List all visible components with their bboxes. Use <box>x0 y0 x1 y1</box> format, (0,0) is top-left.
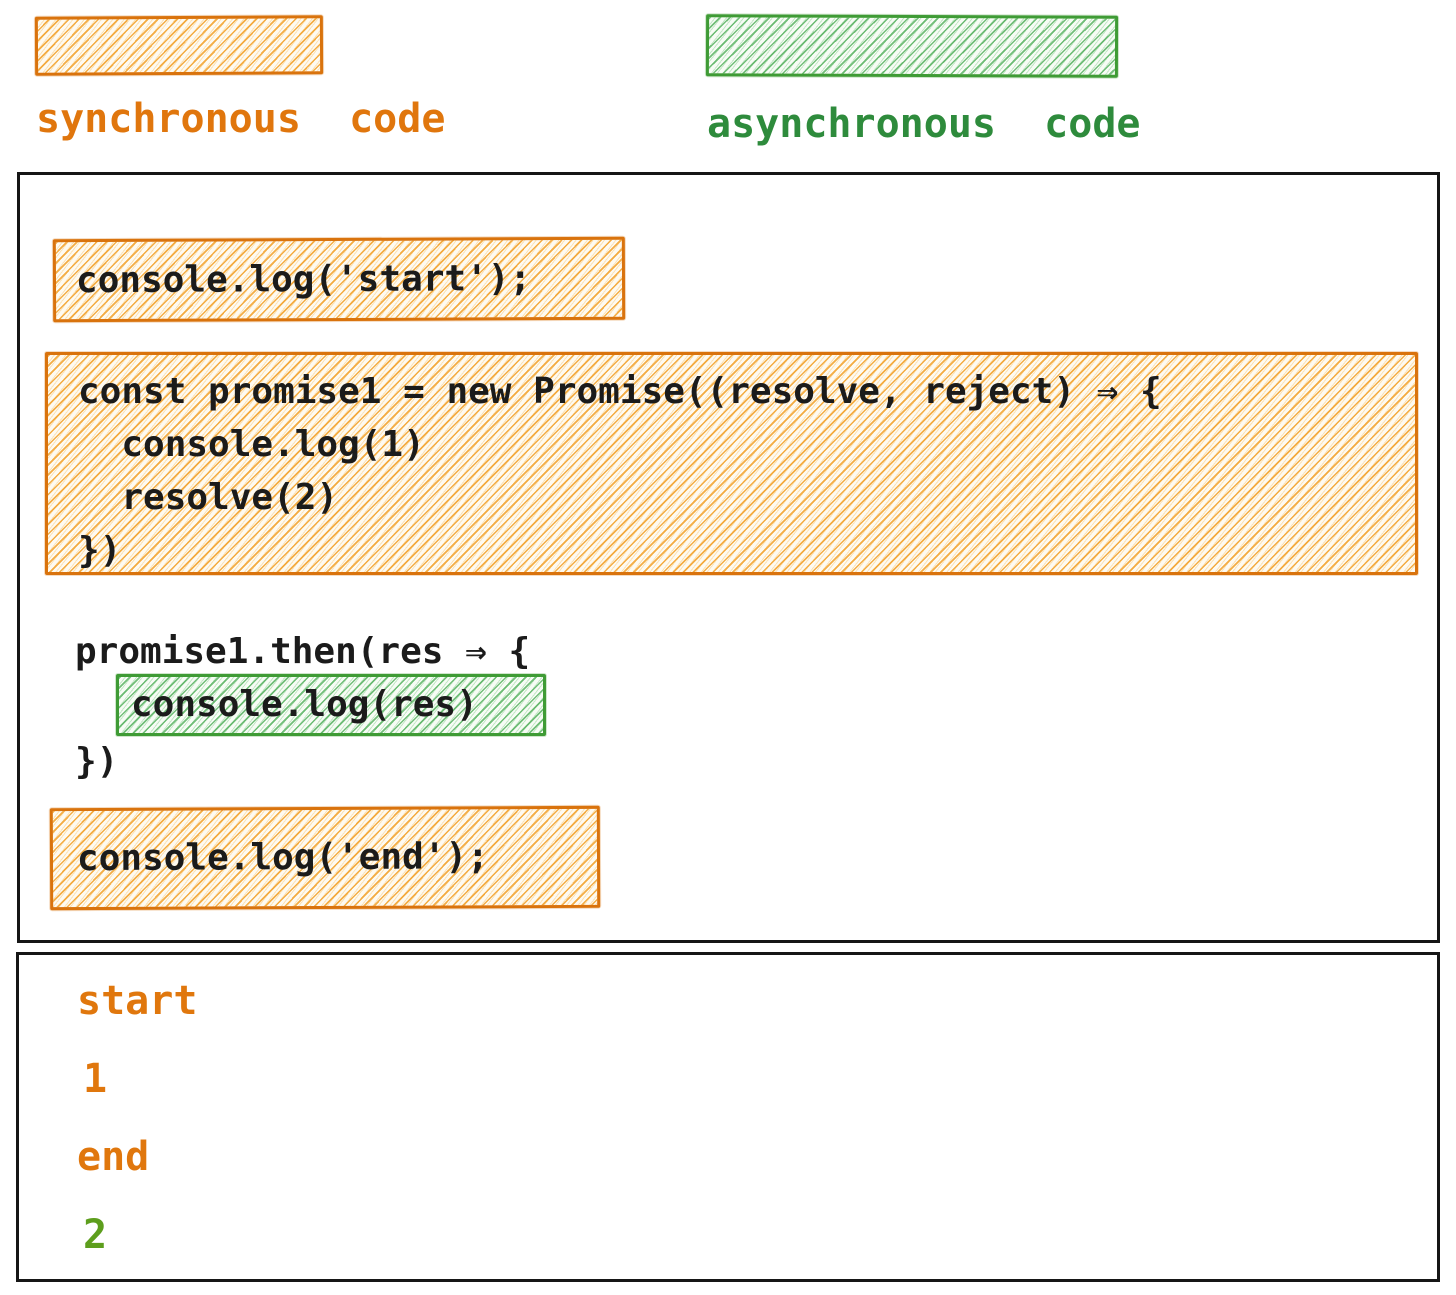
code-then-open: promise1.then(res ⇒ { <box>75 631 531 672</box>
sync-code-swatch <box>34 15 324 76</box>
sync-code-label: synchronous code <box>36 96 446 142</box>
console-output-panel: start 1 end 2 <box>16 952 1440 1282</box>
code-start-statement: console.log('start'); <box>75 257 532 301</box>
code-promise-line-4: }) <box>78 530 122 571</box>
output-line-2: 2 <box>83 1212 108 1258</box>
highlight-end-statement: console.log('end'); <box>49 805 601 911</box>
code-end-statement: console.log('end'); <box>76 836 489 880</box>
highlight-then-callback: console.log(res) <box>116 674 546 736</box>
code-promise-line-1: const promise1 = new Promise((resolve, r… <box>78 371 1162 412</box>
highlight-promise-declaration: const promise1 = new Promise((resolve, r… <box>45 352 1418 575</box>
output-line-1: 1 <box>83 1056 108 1102</box>
output-line-start: start <box>77 978 198 1024</box>
async-code-label: asynchronous code <box>707 101 1141 147</box>
highlight-start-statement: console.log('start'); <box>52 236 626 323</box>
code-then-close: }) <box>75 741 119 782</box>
code-promise-line-2: console.log(1) <box>78 424 425 465</box>
async-code-swatch <box>705 14 1119 78</box>
output-line-end: end <box>77 1134 150 1180</box>
code-then-body: console.log(res) <box>131 684 478 725</box>
code-promise-line-3: resolve(2) <box>78 477 339 518</box>
code-panel: console.log('start'); const promise1 = n… <box>17 172 1440 943</box>
